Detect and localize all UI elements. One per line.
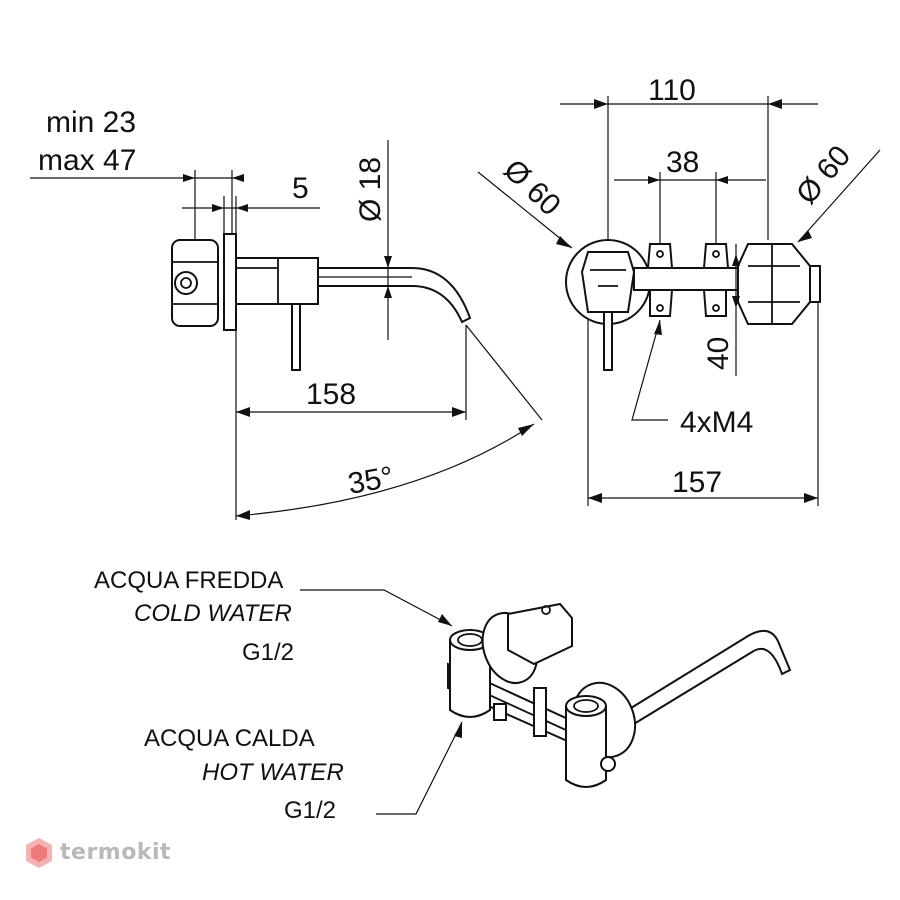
angle-ray bbox=[465, 324, 543, 421]
bracket-height-label: 40 bbox=[702, 337, 735, 370]
plate-arrow-1 bbox=[212, 204, 224, 212]
left-valve-body bbox=[580, 251, 636, 313]
bracket-spacing-label: 38 bbox=[666, 146, 699, 179]
bracket-bottom-right bbox=[702, 289, 727, 317]
plate-thickness-label: 5 bbox=[292, 172, 309, 205]
right-valve-body bbox=[737, 243, 811, 325]
iso-hot-cap bbox=[600, 756, 616, 772]
plate-diam-arrow-left bbox=[556, 236, 572, 248]
iso-hot-opening bbox=[565, 695, 607, 717]
length-arrow-2 bbox=[452, 407, 466, 417]
valve-stem-core bbox=[180, 277, 192, 289]
screw-hole-1 bbox=[656, 250, 664, 258]
spout-diameter-label: Ø 18 bbox=[354, 157, 387, 222]
termokit-logo-icon bbox=[26, 838, 52, 868]
iso-bracket-1 bbox=[533, 687, 547, 737]
hot-water-english: HOT WATER bbox=[202, 759, 344, 786]
screw-hole-4 bbox=[712, 304, 720, 312]
valve-body-lines bbox=[172, 261, 218, 305]
screw-hole-2 bbox=[712, 250, 720, 258]
length-arrow-1 bbox=[236, 407, 250, 417]
bracket-top-right bbox=[702, 243, 730, 269]
hot-water-thread: G1/2 bbox=[284, 797, 336, 824]
iso-spout bbox=[616, 629, 792, 732]
wall-plate bbox=[223, 233, 237, 331]
spout bbox=[317, 267, 472, 324]
bracket-arrow-1 bbox=[648, 176, 660, 184]
hot-water-italian: ACQUA CALDA bbox=[144, 725, 315, 752]
plate-diam-arrow-right bbox=[798, 230, 812, 242]
spout-diam-arrow-1 bbox=[384, 256, 392, 268]
iso-bracket-2 bbox=[493, 703, 507, 721]
lever-housing bbox=[235, 257, 319, 305]
iso-handle-housing bbox=[507, 602, 573, 666]
spout-length-label: 158 bbox=[306, 378, 356, 411]
left-valve-lines bbox=[590, 269, 626, 287]
spout-diam-arrow-2 bbox=[384, 286, 392, 298]
overall-arrow-2 bbox=[804, 493, 818, 503]
handle-lever bbox=[291, 303, 301, 371]
connecting-bar bbox=[633, 267, 739, 291]
plate-diameter-right-label: Ø 60 bbox=[790, 139, 857, 210]
angle-arrow-2 bbox=[518, 424, 534, 436]
bracket-height-arrow-1 bbox=[732, 254, 740, 266]
max-depth-label: max 47 bbox=[38, 144, 136, 177]
valve-arrow-1 bbox=[594, 99, 608, 109]
iso-hot-bore bbox=[573, 699, 599, 713]
cold-water-thread: G1/2 bbox=[242, 639, 294, 666]
right-valve-cap bbox=[809, 265, 821, 303]
valve-stem bbox=[174, 271, 198, 295]
depth-arrow-2 bbox=[232, 174, 244, 182]
screws-leader bbox=[631, 319, 668, 421]
valve-arrow-2 bbox=[768, 99, 782, 109]
bracket-bottom-left bbox=[649, 289, 674, 317]
swivel-angle-label: 35° bbox=[345, 461, 395, 501]
min-depth-label: min 23 bbox=[46, 106, 136, 139]
cold-leader-arrow bbox=[438, 614, 452, 626]
overall-arrow-1 bbox=[588, 493, 602, 503]
bracket-arrow-2 bbox=[716, 176, 728, 184]
front-handle-lever bbox=[603, 311, 613, 371]
valve-spacing-label: 110 bbox=[648, 74, 696, 107]
bracket-top-left bbox=[646, 243, 674, 269]
depth-arrow-1 bbox=[183, 174, 195, 182]
plate-arrow-2 bbox=[236, 204, 248, 212]
hot-leader-arrow bbox=[454, 722, 462, 738]
termokit-watermark: termokit bbox=[60, 840, 172, 865]
cold-leader bbox=[300, 589, 453, 627]
iso-hot-inlet bbox=[565, 705, 607, 788]
right-valve-lines bbox=[748, 244, 800, 324]
angle-arrow-1 bbox=[236, 510, 250, 520]
side-view: min 23 max 47 5 Ø 18 158 35° bbox=[30, 106, 543, 520]
plate-diam-leader-right bbox=[797, 149, 881, 243]
plate-diameter-left-label: Ø 60 bbox=[497, 153, 567, 222]
bracket-height-arrow-2 bbox=[732, 296, 740, 308]
angle-arc bbox=[235, 423, 535, 517]
overall-width-label: 157 bbox=[672, 466, 722, 499]
isometric-view: ACQUA FREDDA COLD WATER G1/2 ACQUA CALDA… bbox=[94, 567, 792, 824]
hot-leader bbox=[376, 721, 463, 815]
plate-diam-leader-left bbox=[477, 171, 573, 249]
screws-label: 4xM4 bbox=[680, 406, 753, 439]
screws-arrow bbox=[654, 320, 662, 335]
cold-water-english: COLD WATER bbox=[134, 600, 292, 627]
screw-hole-3 bbox=[656, 304, 664, 312]
iso-handle-dot bbox=[541, 605, 551, 615]
front-view: 110 Ø 60 Ø 60 38 40 4xM4 157 bbox=[477, 74, 881, 506]
iso-cold-inlet bbox=[449, 639, 491, 718]
cold-water-italian: ACQUA FREDDA bbox=[94, 567, 283, 594]
